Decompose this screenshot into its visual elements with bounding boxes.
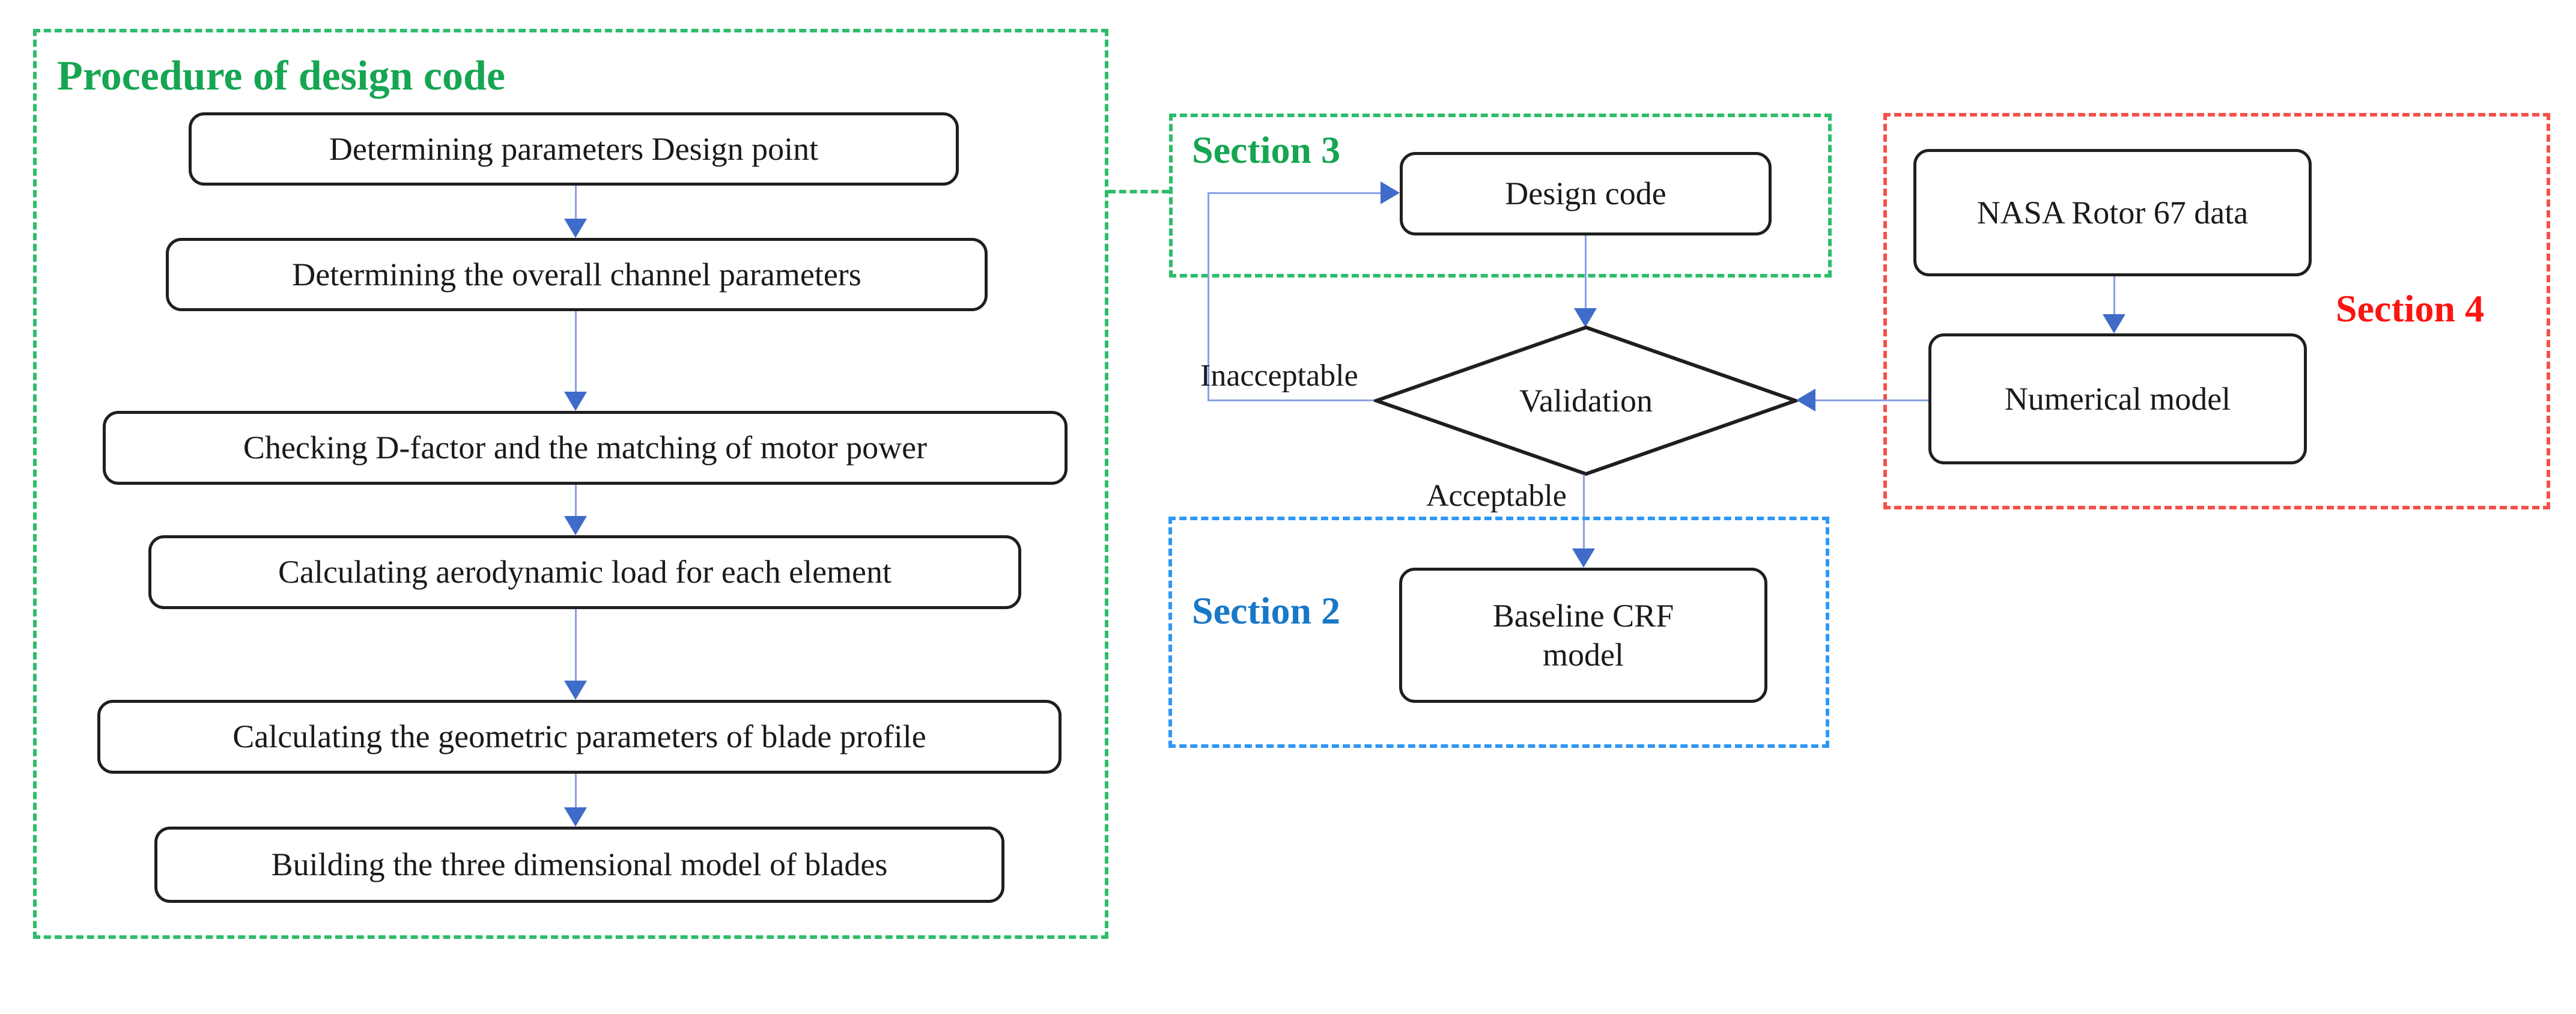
feedback-bottom-line [1208,399,1375,401]
step-box-checking-dfactor: Checking D-factor and the matching of mo… [103,411,1068,485]
acceptable-label: Acceptable [1426,479,1567,513]
baseline-crf-line2: model [1543,636,1624,673]
section2-frame [1168,517,1829,748]
section2-label: Section 2 [1192,589,1341,632]
section3-frame [1169,114,1832,278]
procedure-title: Procedure of design code [57,53,505,99]
arrow-step4-step5 [575,609,577,681]
validation-diamond-shape [1374,325,1798,476]
arrowhead-into-design-code [1381,181,1400,204]
arrow-validation-baseline [1583,475,1585,548]
baseline-crf-line1: Baseline CRF [1492,597,1674,634]
numerical-model-box: Numerical model [1928,333,2307,464]
arrowhead-step2-step3 [564,392,587,411]
arrow-step1-step2 [575,186,577,219]
arrow-step3-step4 [575,485,577,516]
step-box-three-dimensional-model: Building the three dimensional model of … [154,827,1004,903]
arrowhead-step5-step6 [564,807,587,827]
arrow-designcode-validation [1585,235,1587,308]
feedback-vertical-line [1208,193,1209,401]
arrowhead-designcode-validation [1574,308,1597,327]
arrowhead-validation-baseline [1572,548,1595,568]
arrowhead-nasa-numerical [2103,314,2125,333]
feedback-top-line [1208,192,1381,194]
nasa-rotor67-box: NASA Rotor 67 data [1913,149,2312,276]
step-box-aerodynamic-load: Calculating aerodynamic load for each el… [148,535,1021,609]
arrowhead-numerical-validation [1796,389,1815,411]
arrow-numerical-validation [1815,399,1928,401]
step-box-determining-parameters: Determining parameters Design point [189,112,959,186]
arrow-nasa-numerical [2113,276,2115,314]
section4-frame [1883,113,2550,509]
section3-label: Section 3 [1192,129,1341,171]
section4-label: Section 4 [2336,287,2485,330]
design-code-box: Design code [1400,152,1772,235]
step-box-overall-channel: Determining the overall channel paramete… [166,238,988,311]
baseline-crf-box: Baseline CRF model [1399,568,1767,703]
arrowhead-step1-step2 [564,219,587,238]
inacceptable-label: Inacceptable [1200,359,1358,393]
validation-diamond: Validation [1374,325,1798,476]
validation-label: Validation [1519,383,1653,419]
arrow-step2-step3 [575,311,577,392]
procedure-to-section3-connector [1108,190,1169,193]
arrowhead-step3-step4 [564,516,587,535]
arrow-step5-step6 [575,774,577,807]
arrowhead-step4-step5 [564,681,587,700]
step-box-geometric-parameters: Calculating the geometric parameters of … [97,700,1062,774]
procedure-section-frame [33,29,1108,939]
